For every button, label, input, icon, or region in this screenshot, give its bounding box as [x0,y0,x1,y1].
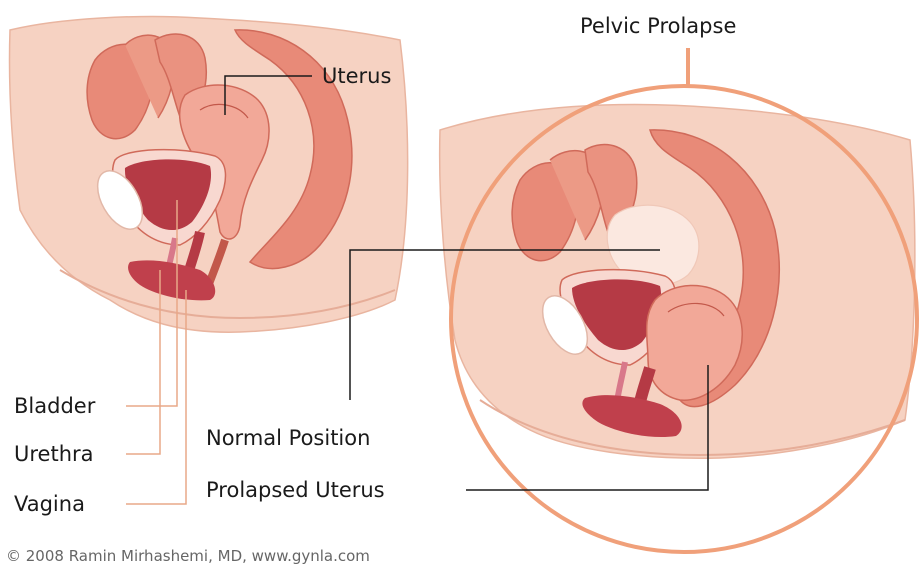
normal-position-label: Normal Position [206,428,370,449]
urethra-label: Urethra [14,444,94,465]
pelvic-prolapse-label: Pelvic Prolapse [580,16,736,37]
prolapse-anatomy-panel [440,104,915,458]
uterus-label: Uterus [322,66,391,87]
vagina-label: Vagina [14,494,85,515]
prolapsed-uterus-label: Prolapsed Uterus [206,480,385,501]
bladder-label: Bladder [14,396,95,417]
copyright-text: © 2008 Ramin Mirhashemi, MD, www.gynla.c… [6,549,370,564]
